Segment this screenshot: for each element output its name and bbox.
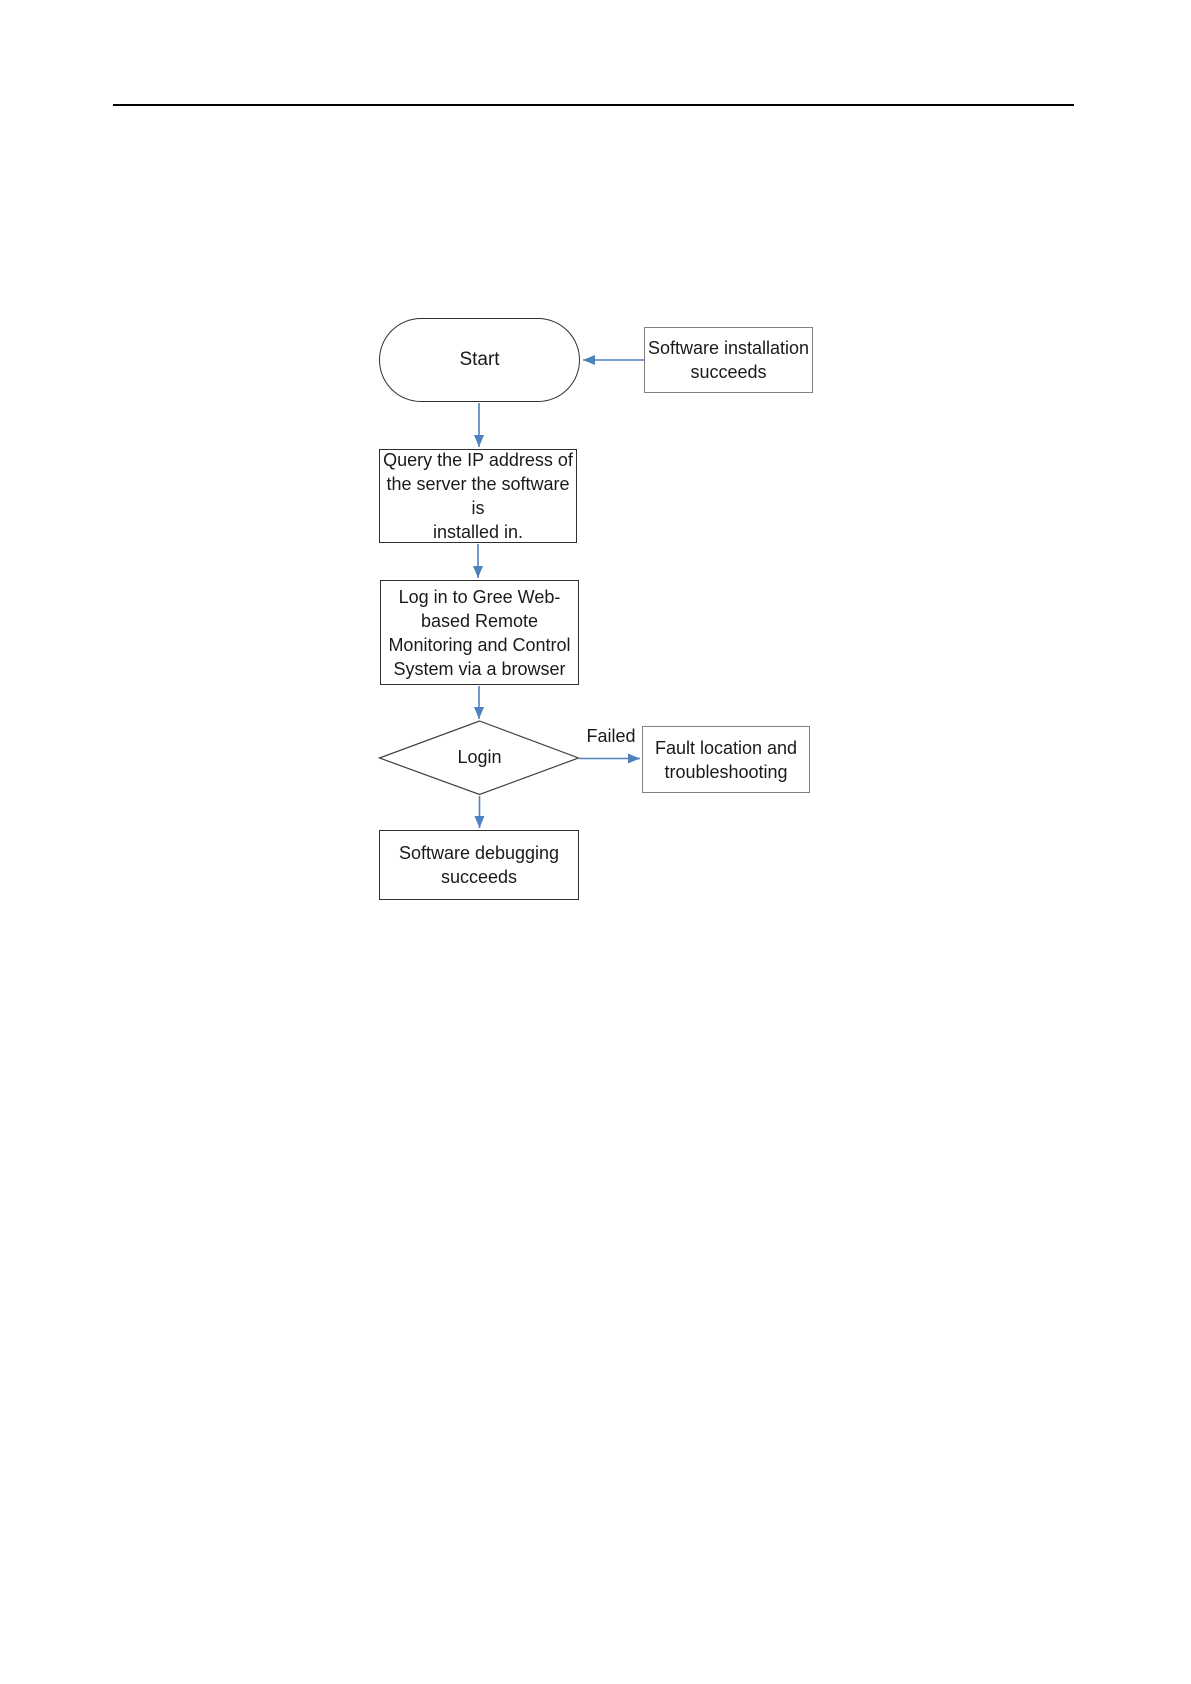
node-login-decision-label: Login <box>457 747 502 767</box>
node-start: Start <box>379 318 580 402</box>
edge-label-failed: Failed <box>586 725 636 746</box>
node-query-ip-address: Query the IP address of the server the s… <box>379 449 577 543</box>
node-software-installation-succeeds: Software installation succeeds <box>644 327 813 393</box>
node-log-in-to-system: Log in to Gree Web- based Remote Monitor… <box>380 580 579 685</box>
header-rule <box>113 104 1074 106</box>
node-software-debugging-succeeds: Software debugging succeeds <box>379 830 579 900</box>
node-fault-location-troubleshooting: Fault location and troubleshooting <box>642 726 810 793</box>
